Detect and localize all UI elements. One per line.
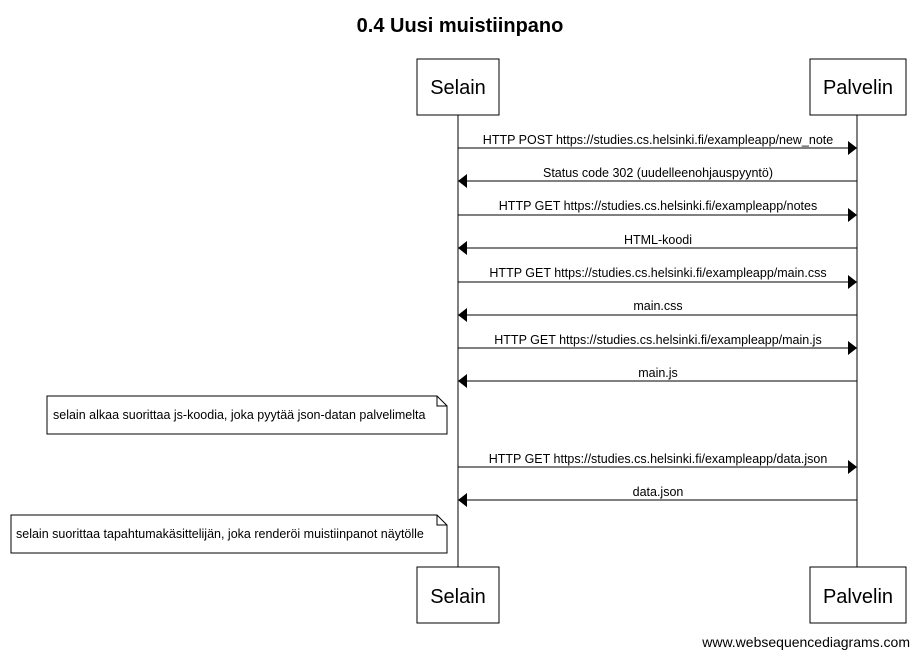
note-box bbox=[10, 514, 448, 554]
message-5: HTTP GET https://studies.cs.helsinki.fi/… bbox=[458, 266, 857, 289]
diagram-title: 0.4 Uusi muistiinpano bbox=[357, 15, 564, 37]
message-label: data.json bbox=[633, 485, 684, 499]
footer-watermark[interactable]: www.websequencediagrams.com bbox=[701, 634, 910, 650]
note-text: selain alkaa suorittaa js-koodia, joka p… bbox=[53, 408, 425, 422]
message-1: HTTP POST https://studies.cs.helsinki.fi… bbox=[458, 133, 857, 155]
message-label: HTTP GET https://studies.cs.helsinki.fi/… bbox=[489, 266, 826, 280]
message-7: HTTP GET https://studies.cs.helsinki.fi/… bbox=[458, 333, 857, 355]
note-box bbox=[46, 395, 448, 435]
arrowhead-left-icon bbox=[458, 174, 467, 188]
message-2: Status code 302 (uudelleenohjauspyyntö) bbox=[458, 166, 857, 188]
note-fold-icon bbox=[436, 396, 447, 407]
arrowhead-right-icon bbox=[848, 275, 857, 289]
arrowhead-right-icon bbox=[848, 141, 857, 155]
arrowhead-right-icon bbox=[848, 208, 857, 222]
arrowhead-right-icon bbox=[848, 341, 857, 355]
arrowhead-left-icon bbox=[458, 493, 467, 507]
message-label: HTTP GET https://studies.cs.helsinki.fi/… bbox=[494, 333, 821, 347]
message-6: main.css bbox=[458, 299, 857, 322]
note-2: selain suorittaa tapahtumakäsittelijän, … bbox=[10, 514, 448, 554]
note-text: selain suorittaa tapahtumakäsittelijän, … bbox=[16, 527, 424, 541]
actor-box bbox=[416, 566, 500, 624]
arrowhead-left-icon bbox=[458, 374, 467, 388]
actor-label: Selain bbox=[430, 77, 486, 99]
message-label: Status code 302 (uudelleenohjauspyyntö) bbox=[543, 166, 773, 180]
actor-box bbox=[809, 58, 907, 116]
message-label: HTTP GET https://studies.cs.helsinki.fi/… bbox=[499, 199, 817, 213]
actor-box bbox=[809, 566, 907, 624]
message-label: HTTP POST https://studies.cs.helsinki.fi… bbox=[483, 133, 833, 147]
actor-box bbox=[416, 58, 500, 116]
message-10: data.json bbox=[458, 485, 857, 507]
message-8: main.js bbox=[458, 366, 857, 388]
actor-palvelin-top: Palvelin bbox=[809, 58, 907, 116]
message-4: HTML-koodi bbox=[458, 233, 857, 255]
arrowhead-left-icon bbox=[458, 241, 467, 255]
actor-label: Palvelin bbox=[823, 77, 893, 99]
note-1: selain alkaa suorittaa js-koodia, joka p… bbox=[46, 395, 448, 435]
arrowhead-right-icon bbox=[848, 460, 857, 474]
arrowhead-left-icon bbox=[458, 308, 467, 322]
note-fold-icon bbox=[436, 515, 447, 526]
actor-label: Palvelin bbox=[823, 586, 893, 608]
actor-label: Selain bbox=[430, 586, 486, 608]
message-9: HTTP GET https://studies.cs.helsinki.fi/… bbox=[458, 452, 857, 474]
actor-palvelin-bottom: Palvelin bbox=[809, 566, 907, 624]
message-label: HTTP GET https://studies.cs.helsinki.fi/… bbox=[489, 452, 828, 466]
message-label: main.js bbox=[638, 366, 678, 380]
message-label: HTML-koodi bbox=[624, 233, 692, 247]
message-label: main.css bbox=[633, 299, 682, 313]
actor-selain-top: Selain bbox=[416, 58, 500, 116]
actor-selain-bottom: Selain bbox=[416, 566, 500, 624]
message-3: HTTP GET https://studies.cs.helsinki.fi/… bbox=[458, 199, 857, 222]
